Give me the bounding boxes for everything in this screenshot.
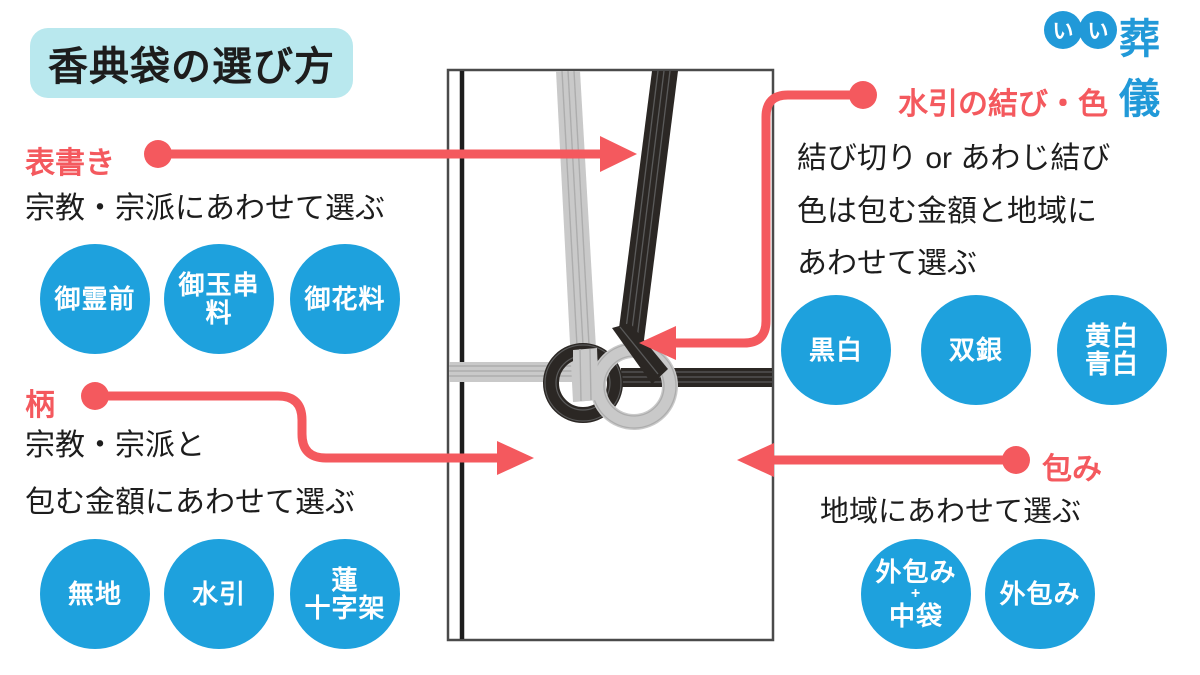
option-circle-hasu-jujika: 蓮 十字架 [290, 539, 400, 649]
logo-mark-char: い [1087, 20, 1109, 43]
option-circle-okaryo: 御花料 [290, 244, 400, 354]
logo-circle-icon: い [1079, 11, 1117, 49]
option-line: 料 [205, 298, 233, 328]
gara-line [95, 391, 499, 463]
mizuhiki-description-line2: 色は包む金額と地域に [797, 195, 1097, 228]
logo-name: 葬儀 [1119, 16, 1161, 122]
option-circle-sotozutsumi: 外包み [985, 539, 1095, 649]
omotegaki-label: 表書き [25, 147, 115, 180]
option-line: 黄白 [1084, 320, 1139, 351]
option-line: 御玉串 [178, 269, 260, 300]
logo-circle-icon: い [1044, 11, 1082, 49]
option-line: 青白 [1084, 349, 1139, 379]
mizuhiki-description-line3: あわせて選ぶ [797, 247, 977, 280]
option-circle-sotozutsumi-nakabukuro: 外包み + 中袋 [861, 539, 971, 649]
option-line: 中袋 [888, 601, 943, 631]
option-circle-kokuhaku: 黒白 [781, 295, 891, 405]
omotegaki-arrowhead [600, 136, 637, 172]
option-circle-goreizen: 御霊前 [40, 244, 150, 354]
option-line: 双銀 [948, 334, 1003, 365]
mizuhiki-description-line1: 結び切り or あわじ結び [797, 142, 1111, 175]
option-line: 御霊前 [54, 283, 136, 314]
mizuhiki-label: 水引の結び・色 [898, 88, 1108, 121]
tsutsumi-label: 包み [1042, 453, 1102, 486]
mizuhiki-line [676, 90, 863, 348]
option-line: 黒白 [808, 334, 863, 365]
gara-description-line2: 包む金額にあわせて選ぶ [25, 486, 355, 519]
option-line: 外包み [875, 556, 957, 587]
gara-description-line1: 宗教・宗派と [25, 429, 205, 462]
option-line: 蓮 [331, 564, 359, 595]
tsutsumi-description: 地域にあわせて選ぶ [820, 496, 1082, 528]
option-line: 外包み [999, 578, 1081, 609]
option-circle-mizuhiki-pattern: 水引 [164, 539, 274, 649]
option-line: 御花料 [304, 283, 386, 314]
mizuhiki-cord-black [618, 70, 678, 340]
omotegaki-description: 宗教・宗派にあわせて選ぶ [25, 192, 385, 225]
option-circle-muji: 無地 [40, 539, 150, 649]
option-line: 水引 [191, 578, 246, 609]
gara-label: 柄 [25, 389, 55, 422]
option-circle-kihaku-seihaku: 黄白 青白 [1057, 295, 1167, 405]
connector-lines [81, 81, 1030, 477]
tsutsumi-arrowhead [737, 443, 774, 477]
mizuhiki-knot [543, 323, 678, 430]
option-line: 十字架 [304, 593, 386, 623]
option-circle-sogin: 双銀 [921, 295, 1031, 405]
option-circle-otamagushiryo: 御玉串 料 [164, 244, 274, 354]
option-line: + [910, 585, 922, 602]
page-title: 香典袋の選び方 [30, 28, 353, 98]
gara-arrowhead [497, 441, 534, 475]
mizuhiki-arrowhead [639, 326, 676, 360]
option-line: 無地 [67, 578, 122, 609]
logo-mark-char: い [1052, 20, 1074, 43]
